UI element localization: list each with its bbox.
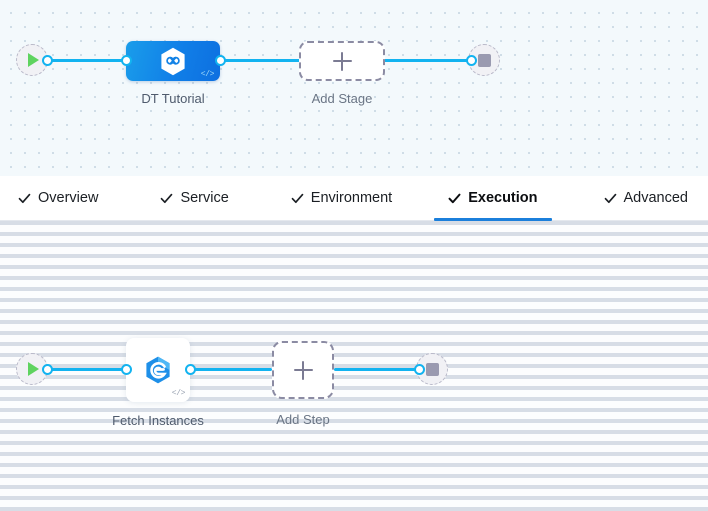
stage-connector-start	[47, 59, 131, 62]
tab-environment[interactable]: Environment	[291, 176, 392, 221]
tab-service-label: Service	[180, 189, 229, 206]
stop-icon	[477, 53, 491, 67]
plus-icon	[293, 360, 313, 380]
stage-port-out[interactable]	[215, 55, 226, 66]
stage-connector-middle	[219, 59, 302, 62]
plus-icon	[332, 51, 352, 71]
add-stage-button[interactable]	[299, 41, 385, 81]
play-icon	[28, 53, 39, 67]
stage-connector-end	[384, 59, 469, 62]
step-node-fetch-instances[interactable]: </>	[126, 338, 190, 402]
code-badge-icon: </>	[200, 70, 215, 79]
stage-node-dt-tutorial[interactable]: </>	[126, 41, 220, 81]
step-node-label: Fetch Instances	[112, 413, 204, 428]
stage-port-in[interactable]	[121, 55, 132, 66]
check-icon	[604, 193, 616, 203]
tab-overview-label: Overview	[38, 189, 99, 206]
check-icon	[161, 193, 173, 203]
execution-end-node[interactable]	[416, 353, 448, 385]
tab-advanced-label: Advanced	[623, 189, 689, 206]
step-port-in[interactable]	[121, 364, 132, 375]
harness-e-icon	[146, 356, 170, 384]
stage-port-start-out[interactable]	[42, 55, 53, 66]
step-connector-start	[47, 368, 132, 371]
tab-advanced[interactable]: Advanced	[604, 176, 689, 221]
check-icon	[18, 193, 31, 203]
check-icon	[291, 193, 304, 203]
step-port-out[interactable]	[185, 364, 196, 375]
step-connector-end	[334, 368, 418, 371]
play-icon	[28, 362, 39, 376]
pipeline-tab-bar[interactable]: Overview Service Environment Execution A	[0, 176, 708, 221]
step-connector-middle	[190, 368, 272, 371]
add-step-label: Add Step	[276, 412, 330, 427]
tab-service[interactable]: Service	[160, 176, 229, 221]
step-canvas[interactable]: </> Fetch Instances Add Step	[0, 221, 708, 511]
step-port-end-in[interactable]	[414, 364, 425, 375]
step-port-start-out[interactable]	[42, 364, 53, 375]
harness-hexagon-icon	[161, 47, 185, 75]
stage-canvas[interactable]: </> DT Tutorial Add Stage	[0, 0, 708, 176]
add-stage-label: Add Stage	[311, 91, 373, 106]
check-icon	[448, 193, 461, 203]
tab-execution-label: Execution	[468, 189, 538, 206]
stage-node-label: DT Tutorial	[141, 91, 205, 106]
stage-port-end-in[interactable]	[466, 55, 477, 66]
tab-overview[interactable]: Overview	[18, 176, 98, 221]
stop-icon	[425, 362, 439, 376]
tab-execution[interactable]: Execution	[434, 176, 552, 221]
code-badge-icon: </>	[171, 389, 186, 398]
add-step-button[interactable]	[272, 341, 334, 399]
tab-environment-label: Environment	[310, 189, 393, 206]
